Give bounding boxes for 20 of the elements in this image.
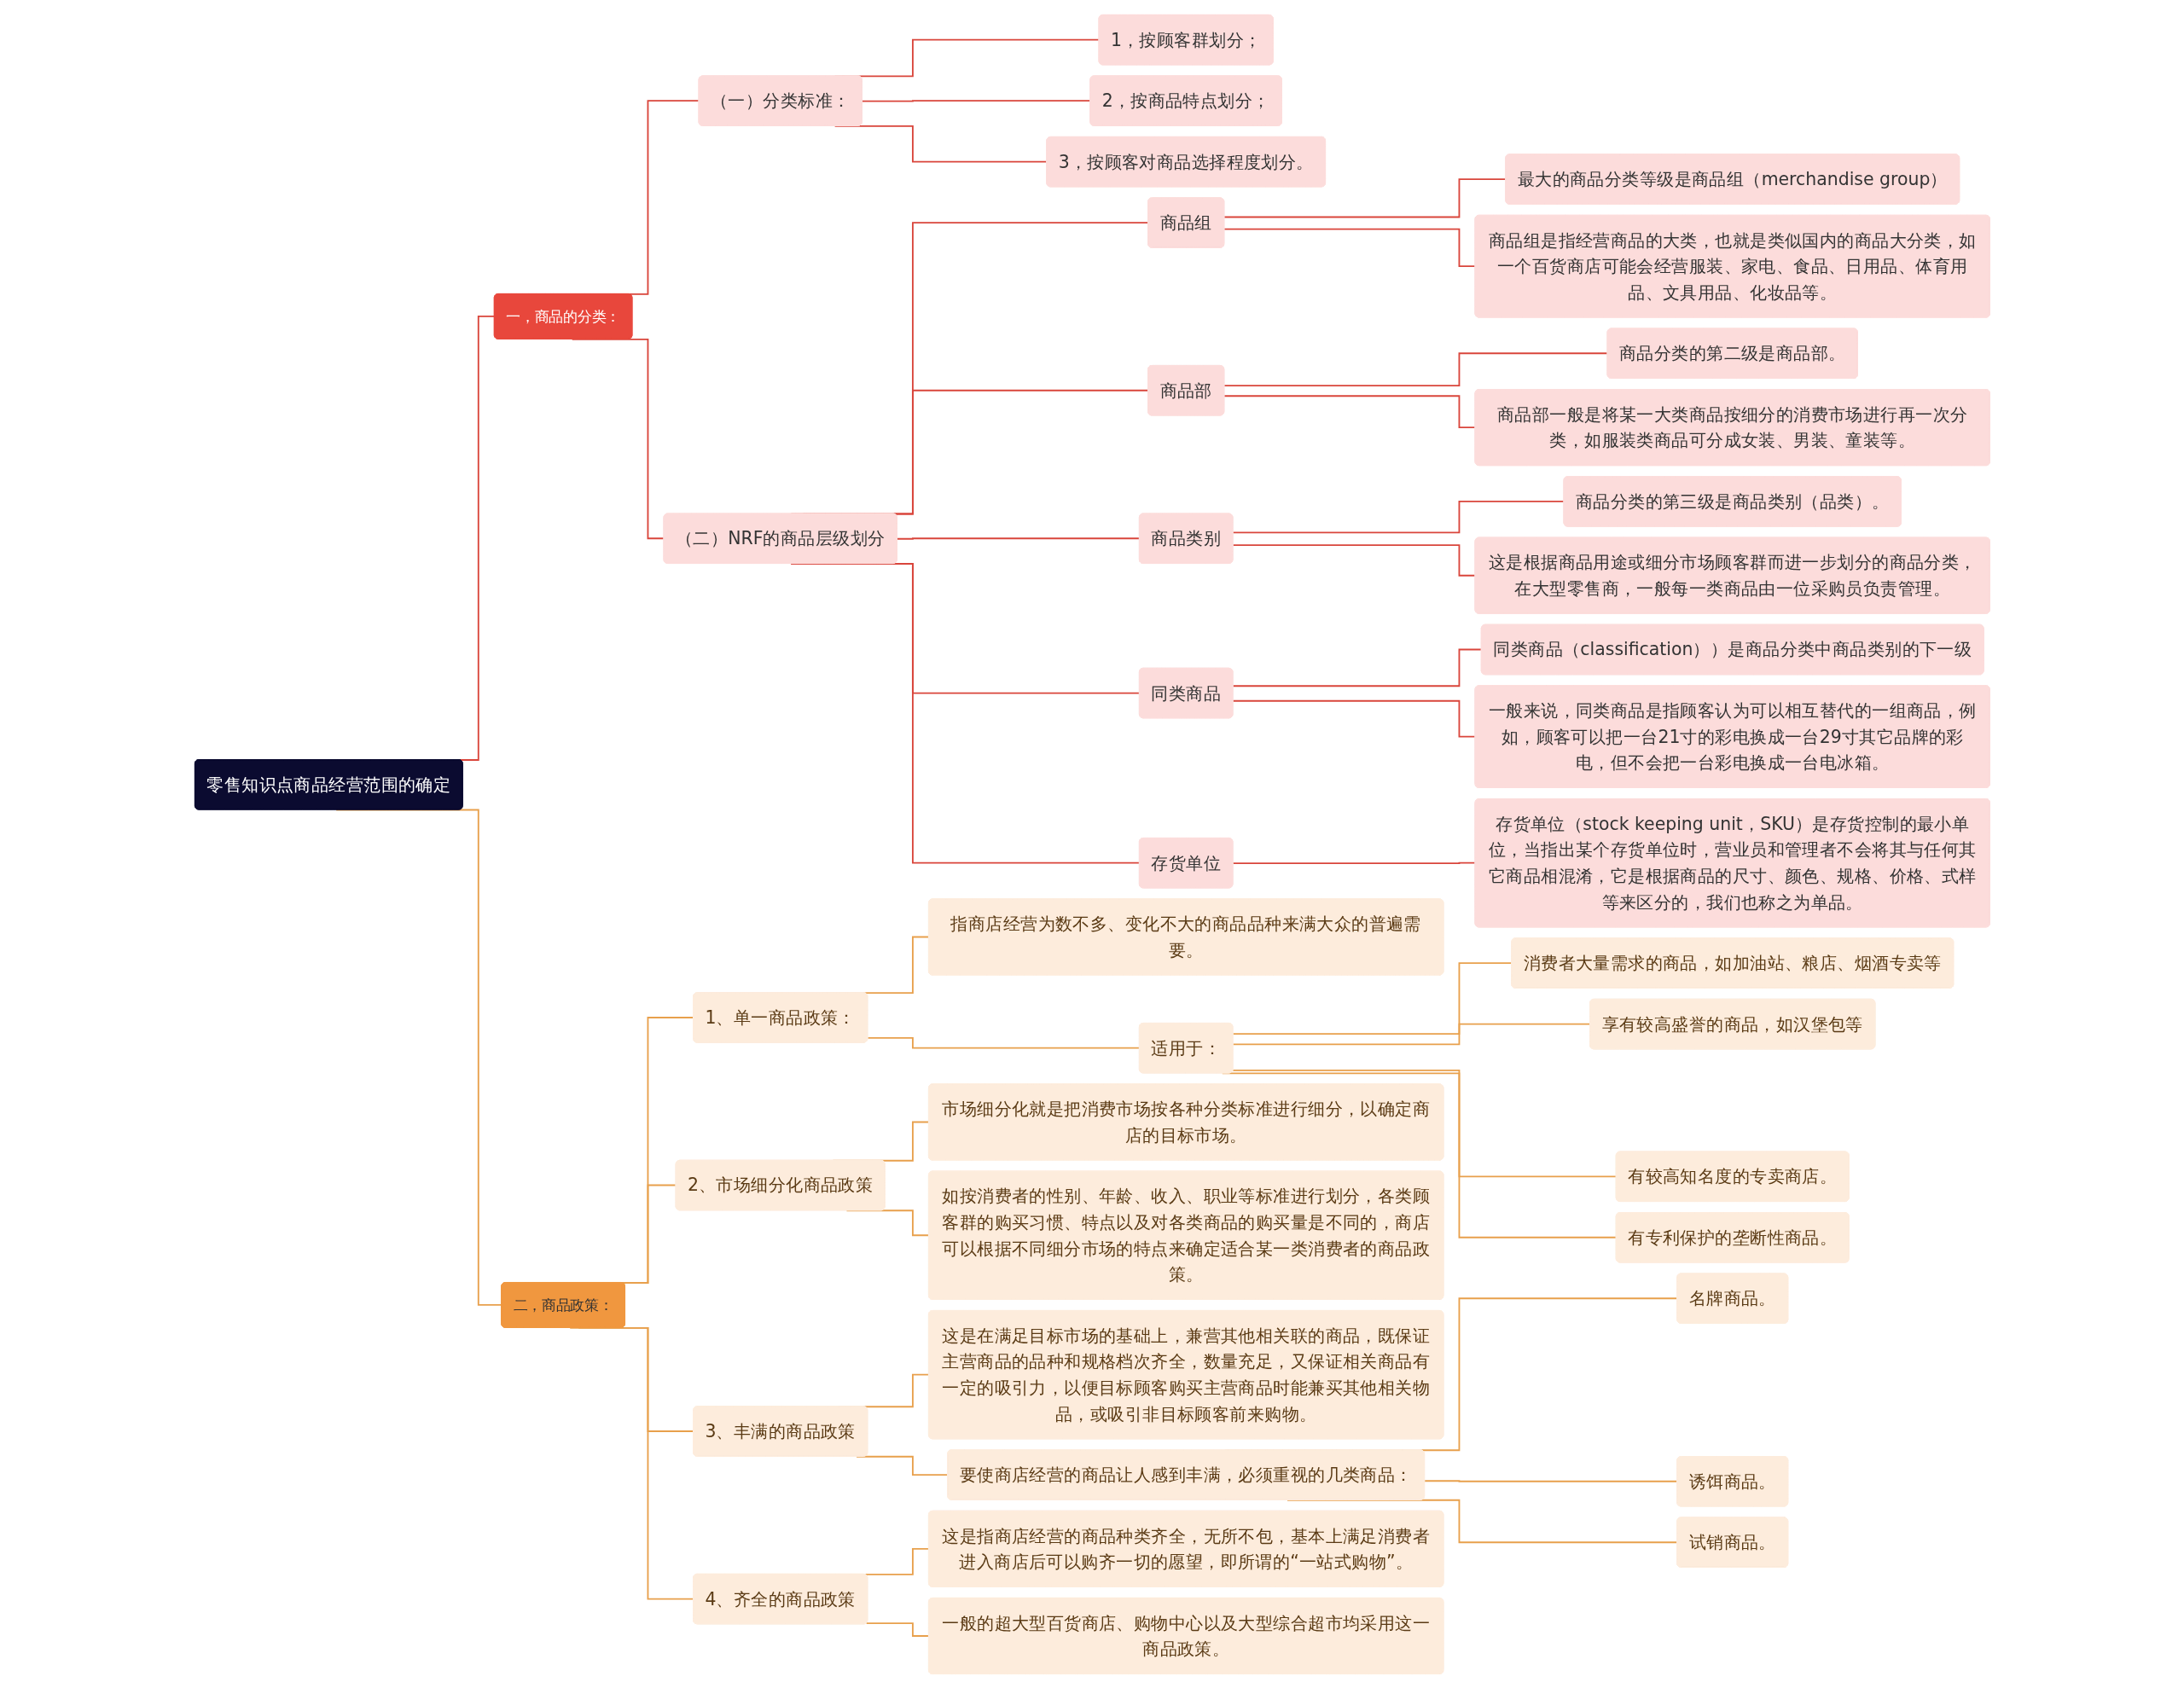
connector: [1223, 351, 1608, 386]
connector: [1232, 699, 1476, 738]
connector: [1223, 228, 1476, 268]
connector: [865, 1621, 930, 1637]
connector: [1232, 543, 1476, 577]
connector: [1286, 1499, 1678, 1544]
connector: [568, 1326, 694, 1600]
connector: [834, 125, 1048, 163]
connector: [845, 1209, 930, 1237]
connector: [855, 1455, 949, 1476]
connector: [1232, 500, 1565, 533]
connector: [1223, 394, 1476, 428]
connector: [1223, 177, 1507, 218]
connector: [571, 338, 665, 540]
connector: [861, 99, 1091, 102]
connector: [1232, 961, 1513, 1035]
connector: [1423, 1479, 1678, 1482]
connector: [1232, 861, 1476, 864]
mind-map-drawing: 零售知识点商品经营范围的确定 一，商品的分类： （一）分类标准： 1，按顾客群划分； 2，按商品特点划分； 3，按顾客对商品选择程度划分。 （二）NRF的商品层级划分 商品组 最大的商品分类等级是商品组（merchandise group） 商品组是指经营商品的大类，也就是类似国内的商品大分类，如一个百货商店可能会经营服装、家电、食品、日用品、体育用品、文具用品、化妆品等。 商品部 商品分类的第二级是商品部。 商品部一般是将某一大类商品按细分的消费市场进行再一次分类，如服装类商品可分成女装、男装、童装等。 商品类别 商品分类的第三级是商品类别（品类）。 这是根据商品用途或细分市场顾客群而进一步划分的商品分类，在大型零售商，一般每一类商品由一位采购员负责管理。 同类商品 同类商品（classification））是商品分类中商品类别的下一级 一般来说，同类商品是指顾客认为可以相互替代的一组商品，例如，顾客可以把一台21寸的彩电换成一台29寸其它品牌的彩电，但不会把一台彩电换成一台电冰箱。 存货单位 存货单位（stock keeping unit，SKU）是存货控制的最小单位，当指出某个存货单位时，营业员和管理者不会将其与任何其它商品相混淆，它是根据商品的尺寸、颜色、规格、价格、式样等来区分的，我们也称之为单品。 二，商品政策： 1、单一商品政策： 指商店经营为数不多、变化不大的商品品种来满大众的普遍需要。 适用于： 消费者大量需求的商品，如加油站、粮店、烟酒专卖等 享有较高盛誉的商品，如汉堡包等 有较高知名度的专卖商店。 有专利保护的垄断性商品。 2、市场细分化商品政策 市场细分化就是把消费市场按各种分类标准进行细分，以确定商店的目标市场。 如按消费者的性别、年龄、收入、职业等标准进行划分，各类顾客群的购买习惯、特点以及对各类商品的购买量是不同的，商店可以根据不同细分市场的特点来确定适合某一类消费者的商品政策。 3、丰满的商品政策 这是在满足目标市场的基础上，兼营其他相关联的商品，既保证主营商品的品种和规格档次齐全，数量充足，又保证相关商品有一定的吸引力，以便目标顾客购买主营商品时能兼买其他相关物品，或吸引非目标顾客前来购物。 要使商店经营的商品让人感到丰满，必须重视的几类商品： 名牌商品。 诱饵商品。 试销商品。 4、齐全的商品政策 这是指商店经营的商品种类齐全，无所不包，基本上满足消费者进入商店后可以购齐一切的愿望，即所谓的“一站式购物”。 一般的超大型百货商店、购物中心以及大型综合超市均采用这一商品政策。: [188, 8, 1996, 1680]
connector: [1232, 1023, 1591, 1045]
